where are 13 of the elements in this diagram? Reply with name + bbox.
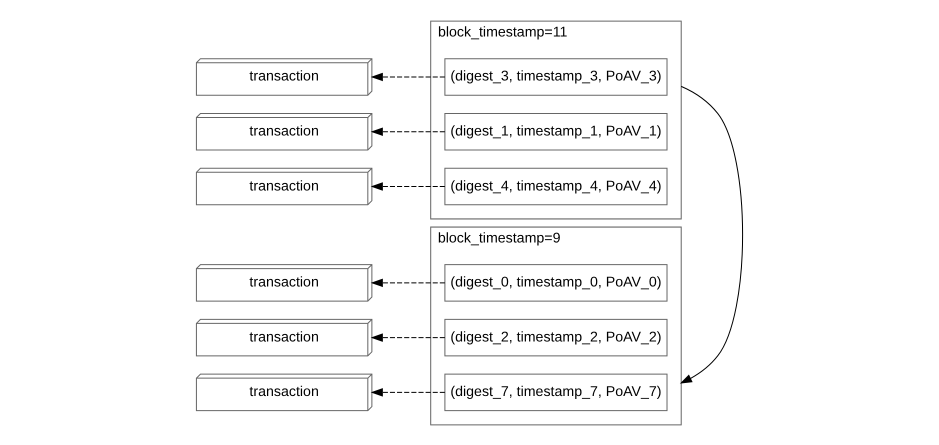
node-box: (digest_0, timestamp_0, PoAV_0)	[444, 264, 668, 302]
arrow	[370, 126, 445, 136]
node-box: (digest_7, timestamp_7, PoAV_7)	[444, 373, 668, 411]
arrow	[370, 332, 445, 342]
arrow	[680, 85, 744, 384]
arrow	[370, 72, 445, 81]
node-box: (digest_2, timestamp_2, PoAV_2)	[444, 318, 668, 356]
arrow	[370, 278, 445, 287]
node-box: (digest_4, timestamp_4, PoAV_4)	[444, 167, 668, 205]
arrow	[370, 182, 445, 190]
node-box: (digest_1, timestamp_1, PoAV_1)	[444, 112, 668, 150]
arrow	[370, 388, 445, 396]
node-box: (digest_3, timestamp_3, PoAV_3)	[444, 58, 668, 96]
